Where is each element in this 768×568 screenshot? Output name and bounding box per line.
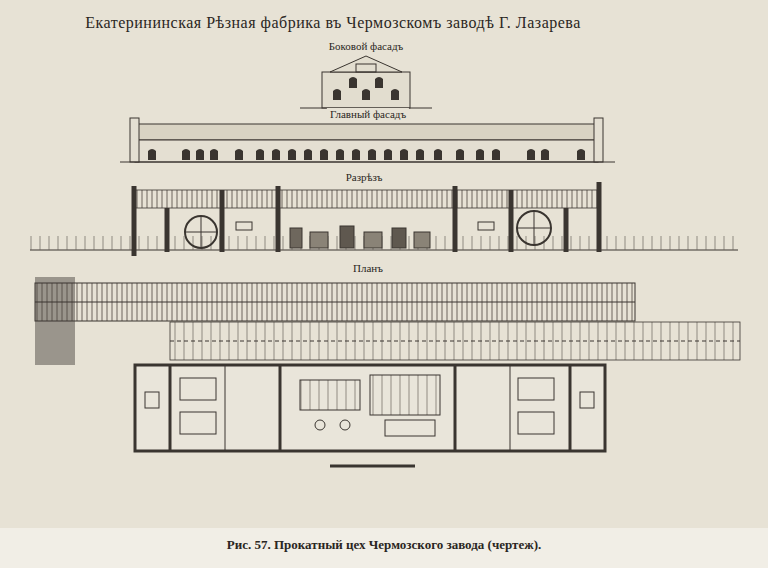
- view-heading: Разрѣзъ: [343, 171, 386, 183]
- view-heading: Боковой фасадъ: [326, 40, 407, 52]
- view-heading: Главный фасадъ: [327, 108, 409, 120]
- drawing-title: Екатерининская Рѣзная фабрика въ Чермозс…: [85, 14, 581, 32]
- figure-caption: Рис. 57. Прокатный цех Чермозского завод…: [227, 538, 541, 552]
- view-heading: Планъ: [350, 262, 386, 274]
